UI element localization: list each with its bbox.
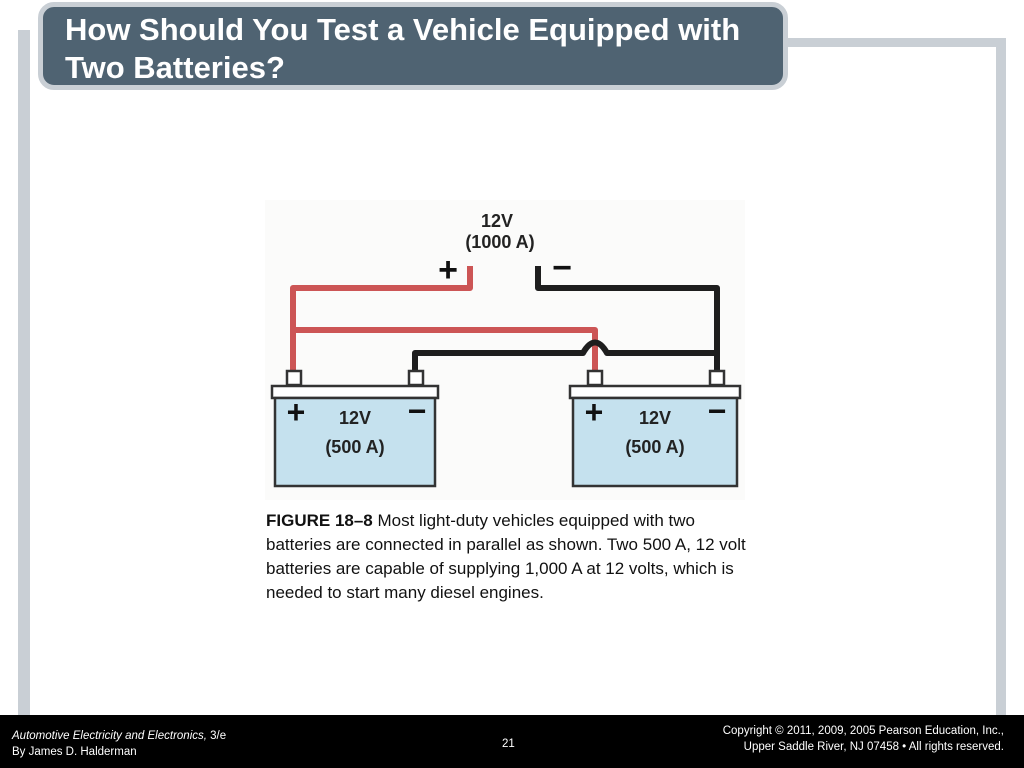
footer: Automotive Electricity and Electronics, … <box>0 715 1024 768</box>
negative-link-wire <box>412 339 717 370</box>
battery-1-minus-symbol: − <box>408 393 427 429</box>
battery-1-voltage: 12V <box>339 408 371 428</box>
battery-1-negative-terminal <box>407 369 425 387</box>
battery-2-voltage: 12V <box>639 408 671 428</box>
positive-wires <box>290 266 598 370</box>
figure-caption-text: Most light-duty vehicles equipped with t… <box>266 511 746 602</box>
figure-caption: FIGURE 18–8 Most light-duty vehicles equ… <box>266 509 752 605</box>
battery-1-current: (500 A) <box>325 437 384 457</box>
battery-1-body <box>273 396 437 488</box>
battery-2-current: (500 A) <box>625 437 684 457</box>
output-voltage-label: 12V <box>481 211 513 231</box>
slide-frame-right <box>996 38 1006 715</box>
battery-2-minus-symbol: − <box>708 393 727 429</box>
battery-1-positive-terminal <box>285 369 303 387</box>
footer-book-info: Automotive Electricity and Electronics, … <box>12 728 226 760</box>
battery-2-positive-terminal <box>586 369 604 387</box>
slide-frame-left <box>18 30 30 715</box>
page-number: 21 <box>502 738 515 750</box>
battery-2: + − 12V (500 A) <box>568 369 742 488</box>
output-current-label: (1000 A) <box>465 232 534 252</box>
battery-2-plus-symbol: + <box>585 394 604 430</box>
negative-wires <box>412 266 720 370</box>
negative-output-wire <box>535 266 720 370</box>
battery-2-negative-terminal <box>708 369 726 387</box>
figure-label: FIGURE 18–8 <box>266 511 373 530</box>
slide-title: How Should You Test a Vehicle Equipped w… <box>65 12 741 85</box>
footer-copyright: Copyright © 2011, 2009, 2005 Pearson Edu… <box>723 723 1004 755</box>
battery-1: + − 12V (500 A) <box>270 369 440 488</box>
title-bar: How Should You Test a Vehicle Equipped w… <box>38 2 788 90</box>
footer-copyright-line: Copyright © 2011, 2009, 2005 Pearson Edu… <box>722 725 1004 737</box>
positive-link-wire <box>293 327 598 370</box>
footer-publisher-line: Upper Saddle River, NJ 07458 • All right… <box>743 741 1004 753</box>
footer-edition: 3/e <box>206 730 227 742</box>
battery-parallel-diagram: 12V (1000 A) + − + − 12V (500 A) <box>265 200 745 500</box>
battery-1-plus-symbol: + <box>287 394 306 430</box>
output-minus-symbol: − <box>552 249 572 287</box>
footer-author: By James D. Halderman <box>12 746 137 758</box>
footer-book-title: Automotive Electricity and Electronics, <box>12 730 207 742</box>
output-plus-symbol: + <box>438 251 458 289</box>
slide-frame-top <box>760 38 1006 47</box>
diagram-canvas: 12V (1000 A) + − + − 12V (500 A) <box>265 200 745 500</box>
battery-2-body <box>571 396 739 488</box>
